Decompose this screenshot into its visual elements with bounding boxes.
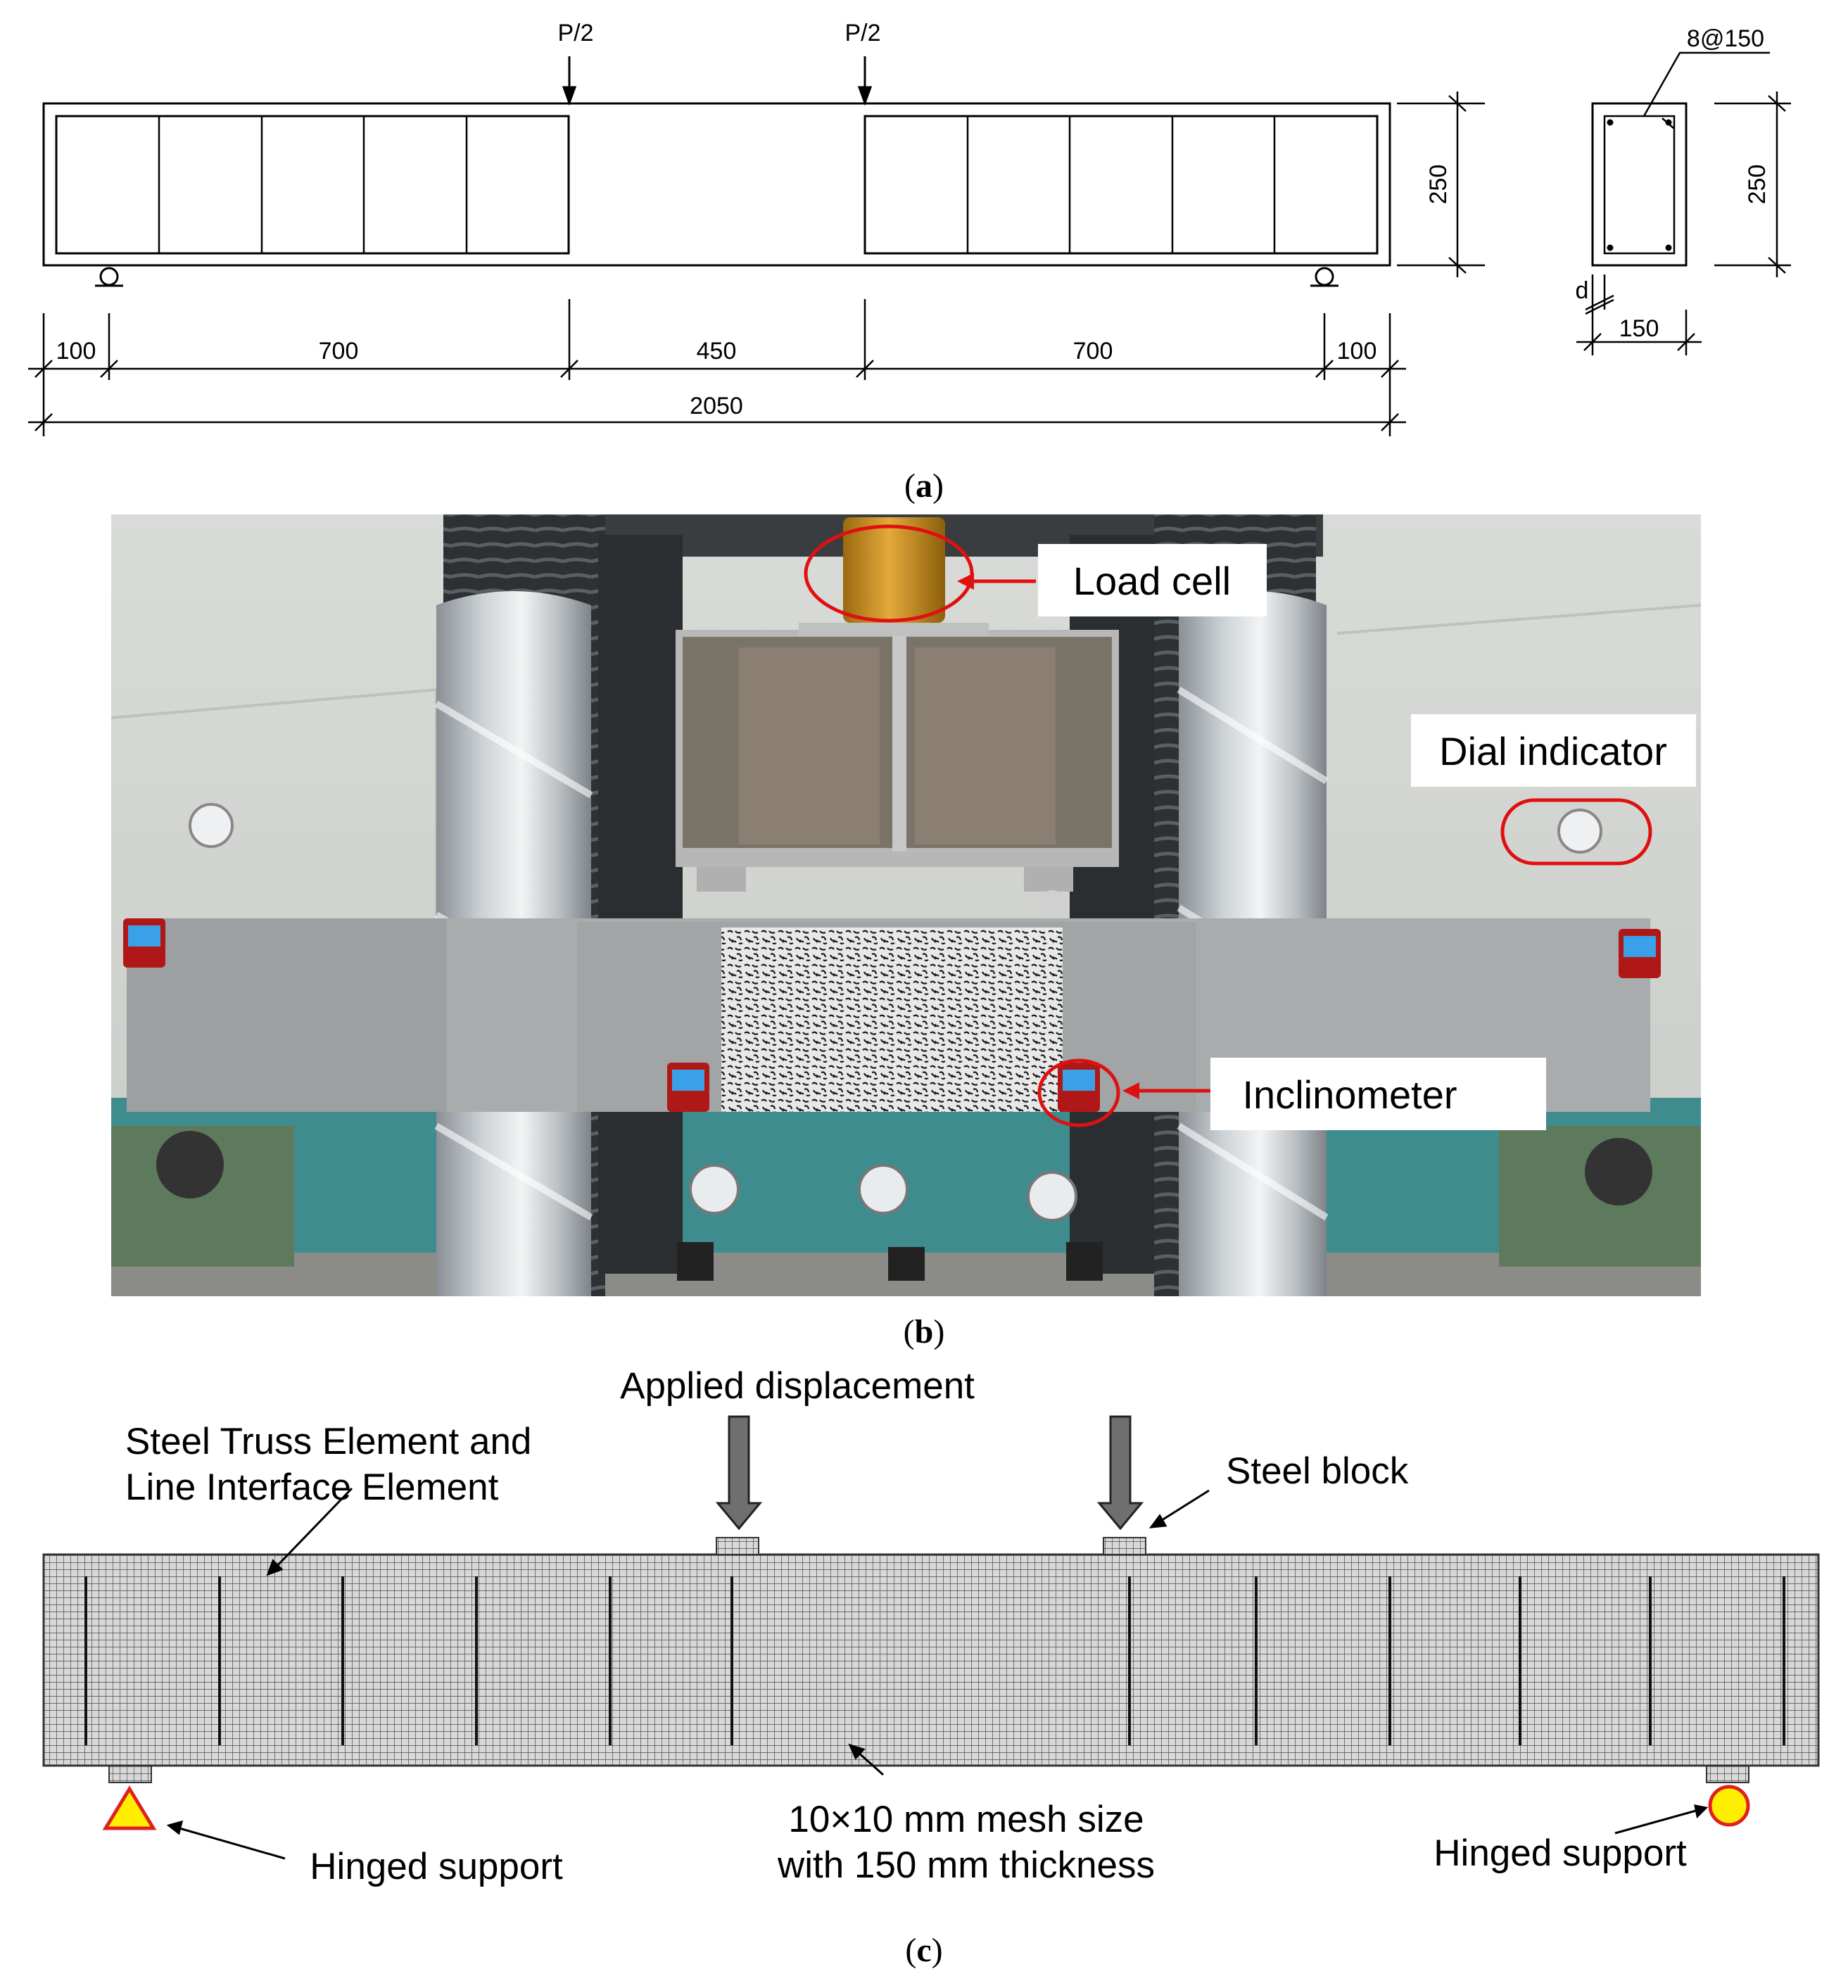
roller-support-left — [95, 267, 123, 287]
dial-indicator-label: Dial indicator — [1439, 729, 1667, 773]
panel-b-callouts: Load cell Dial indicator Inclinometer — [804, 524, 1696, 1130]
panel-b-photo — [110, 514, 1702, 1296]
panel-a-beam-drawing — [28, 51, 1791, 436]
beam-height-label: 250 — [1425, 165, 1452, 205]
cover-label: d — [1576, 277, 1589, 304]
steel-block-right — [1103, 1537, 1146, 1555]
steel-block-label: Steel block — [1226, 1450, 1409, 1492]
stirrups — [158, 116, 1276, 253]
inclinometer-box — [1210, 1058, 1546, 1130]
dial-indicator-highlight — [1500, 798, 1652, 866]
steel-block-left — [716, 1537, 759, 1555]
span-dim-4: 700 — [1073, 338, 1113, 365]
section-width-label: 150 — [1619, 315, 1659, 342]
caption-a-letter: a — [916, 467, 932, 505]
inclinometer-devices — [123, 918, 1661, 1112]
inclinometer-highlight — [1037, 1058, 1120, 1127]
dial-indicator-box — [1411, 714, 1696, 787]
total-length-label: 2050 — [690, 393, 743, 419]
support-block-left — [108, 1765, 152, 1783]
stirrup-cage-right — [863, 115, 1379, 255]
panel-c-labels: Applied displacement Steel Truss Element… — [125, 1365, 1687, 1887]
hinged-support-label-right: Hinged support — [1434, 1832, 1687, 1874]
caption-b-letter: b — [915, 1313, 934, 1350]
section-stirrup — [1603, 115, 1676, 255]
stirrup-leader — [1643, 51, 1770, 117]
caption-c-letter: c — [916, 1932, 931, 1969]
mesh-size-label-1: 10×10 mm mesh size — [788, 1799, 1144, 1840]
load-cell-label: Load cell — [1073, 559, 1231, 603]
support-block-right — [1706, 1765, 1749, 1783]
displacement-arrow-left — [715, 1415, 763, 1531]
span-dim-1: 100 — [56, 338, 96, 365]
hinged-support-triangle — [102, 1785, 157, 1830]
span-dim-5: 100 — [1337, 338, 1377, 365]
applied-displacement-label: Applied displacement — [620, 1365, 975, 1407]
stirrup-spec-label: 8@150 — [1687, 25, 1764, 52]
section-rebars — [1607, 119, 1672, 251]
caption-a: (a) — [904, 467, 944, 505]
mesh-size-label-2: with 150 mm thickness — [777, 1844, 1155, 1886]
truss-element-label-1: Steel Truss Element and — [125, 1421, 531, 1462]
roller-support-right — [1310, 267, 1338, 287]
inclinometer-label: Inclinometer — [1242, 1072, 1457, 1117]
caption-c: (c) — [905, 1932, 942, 1969]
section-outline — [1591, 102, 1688, 267]
load-label-right: P/2 — [844, 20, 880, 46]
panel-a-labels: P/2 P/2 100 700 450 700 100 2050 250 8@1… — [56, 20, 1771, 419]
hinged-support-circle — [1708, 1785, 1750, 1827]
displacement-arrow-right — [1096, 1415, 1144, 1531]
load-cell-box — [1038, 544, 1267, 616]
beam-outline — [42, 102, 1391, 267]
span-dim-2: 700 — [319, 338, 359, 365]
load-label-left: P/2 — [557, 20, 593, 46]
load-arrow-left — [562, 56, 577, 106]
span-dim-3: 450 — [697, 338, 737, 365]
span-dimension-chain — [28, 299, 1406, 436]
hinged-support-label-left: Hinged support — [310, 1846, 563, 1887]
stirrup-cage-left — [55, 115, 570, 255]
load-arrow-right — [857, 56, 873, 106]
load-cell-highlight — [804, 524, 974, 623]
panel-c-fe-model: Applied displacement Steel Truss Element… — [42, 1365, 1820, 1887]
fe-mesh — [42, 1553, 1820, 1767]
height-dimension — [1397, 91, 1485, 277]
panel-c-leaders — [166, 1487, 1709, 1860]
section-height-label: 250 — [1744, 165, 1771, 205]
truss-element-label-2: Line Interface Element — [125, 1467, 499, 1508]
cross-section — [1576, 51, 1791, 355]
caption-b: (b) — [904, 1313, 945, 1350]
truss-elements — [84, 1576, 1785, 1745]
